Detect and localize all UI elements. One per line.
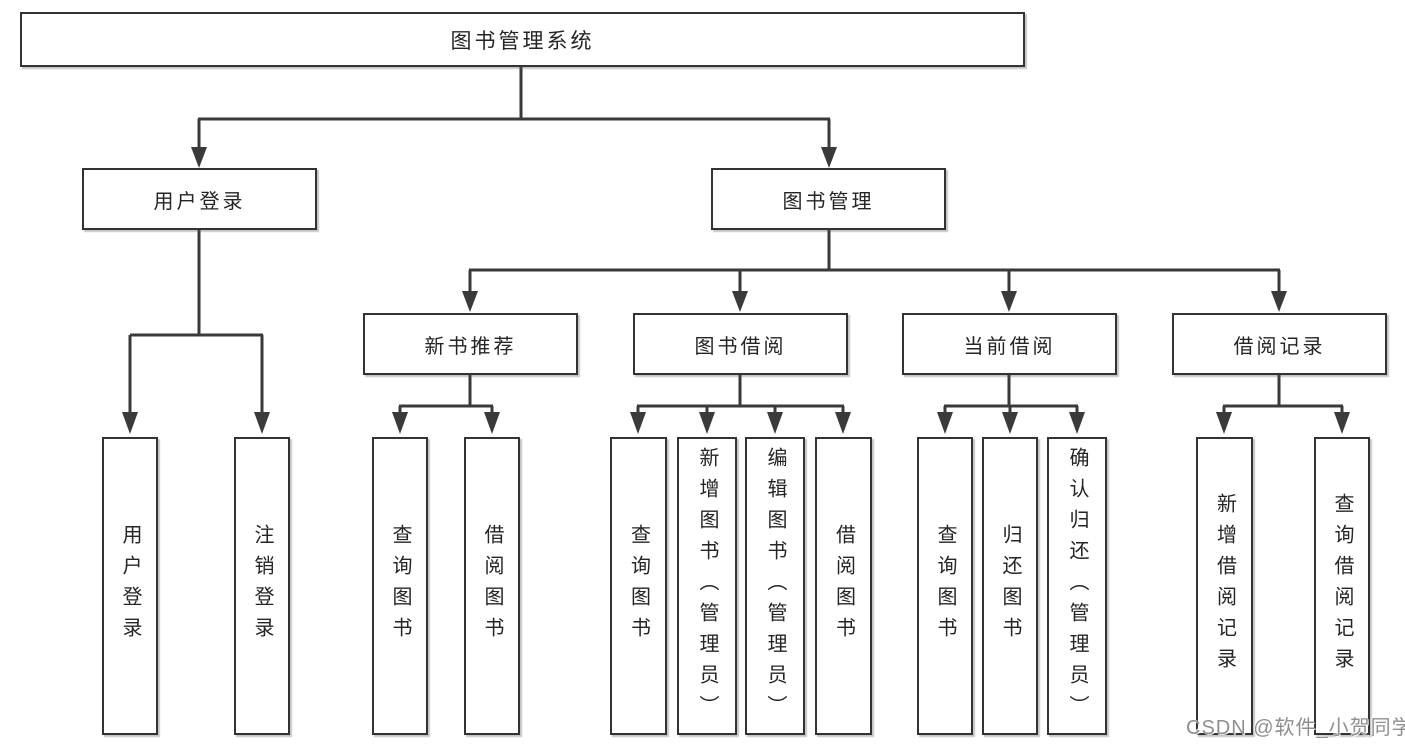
node-book-borrowing: 图书借阅 [633, 313, 848, 375]
leaf-add-books-admin: 新增图书（管理员） [677, 437, 737, 735]
node-book-management-label: 图书管理 [782, 190, 875, 213]
node-borrowing-records: 借阅记录 [1172, 313, 1387, 375]
arrow-head-new-book [462, 291, 478, 312]
node-current-borrowing-label: 当前借阅 [963, 335, 1056, 358]
node-book-borrowing-label: 图书借阅 [694, 335, 787, 358]
node-borrowing-records-label: 借阅记录 [1233, 335, 1326, 358]
leaf-return-books: 归还图书 [982, 437, 1038, 735]
leaf-user-login: 用户登录 [102, 437, 158, 735]
leaf-edit-books-admin-label: 编辑图书（管理员） [764, 446, 786, 726]
node-user-login-label: 用户登录 [153, 190, 246, 213]
node-current-borrowing: 当前借阅 [902, 313, 1117, 375]
leaf-query-books-recommend: 查询图书 [372, 437, 428, 735]
arrow-head-book-borrow [732, 291, 748, 312]
leaf-query-books-recommend-label: 查询图书 [389, 524, 411, 648]
leaf-add-books-admin-label: 新增图书（管理员） [696, 446, 718, 726]
arrow-head-bb-1 [630, 412, 646, 434]
arrow-head-bb-2 [699, 412, 715, 434]
arrow-head-borrow-records [1271, 291, 1287, 312]
arrow-head-book-mgmt [821, 147, 837, 168]
node-new-book-recommend: 新书推荐 [363, 313, 578, 375]
arrow-head-br-1 [1216, 412, 1232, 434]
arrow-head-user-login [191, 147, 207, 168]
leaf-logout-label: 注销登录 [251, 524, 273, 648]
leaf-query-books-current: 查询图书 [917, 437, 973, 735]
arrow-head-nb-borrow [484, 412, 500, 434]
node-new-book-recommend-label: 新书推荐 [424, 335, 517, 358]
node-root-label: 图书管理系统 [450, 29, 595, 53]
leaf-add-borrow-record-label: 新增借阅记录 [1213, 493, 1236, 679]
arrow-head-cb-1 [937, 412, 953, 434]
arrow-head-bb-4 [835, 412, 851, 434]
leaf-borrow-books-recommend-label: 借阅图书 [481, 524, 503, 648]
leaf-add-borrow-record: 新增借阅记录 [1196, 437, 1253, 735]
arrow-head-nb-query [392, 412, 408, 434]
leaf-query-books-current-label: 查询图书 [934, 524, 956, 648]
leaf-borrow-books-borrowing-label: 借阅图书 [832, 524, 855, 648]
leaf-confirm-return-admin: 确认归还（管理员） [1047, 437, 1107, 735]
arrow-head-cb-3 [1069, 412, 1085, 434]
leaf-query-borrow-record: 查询借阅记录 [1314, 437, 1370, 735]
leaf-borrow-books-recommend: 借阅图书 [464, 437, 520, 735]
leaf-user-login-label: 用户登录 [119, 524, 141, 648]
node-user-login: 用户登录 [82, 168, 317, 230]
leaf-borrow-books-borrowing: 借阅图书 [815, 437, 872, 735]
leaf-confirm-return-admin-label: 确认归还（管理员） [1066, 446, 1088, 726]
leaf-logout: 注销登录 [234, 437, 290, 735]
leaf-query-books-borrowing: 查询图书 [610, 437, 667, 735]
leaf-return-books-label: 归还图书 [999, 524, 1021, 648]
leaf-edit-books-admin: 编辑图书（管理员） [745, 437, 805, 735]
arrow-head-br-2 [1334, 412, 1350, 434]
node-root-system: 图书管理系统 [20, 12, 1025, 67]
arrow-head-leaf-login [122, 412, 138, 434]
arrow-head-bb-3 [767, 412, 783, 434]
leaf-query-borrow-record-label: 查询借阅记录 [1331, 493, 1353, 679]
leaf-query-books-borrowing-label: 查询图书 [627, 524, 650, 648]
csdn-watermark: CSDN @软件_小贺同学 [1186, 717, 1405, 739]
arrow-head-leaf-logout [254, 412, 270, 434]
arrow-head-current-borrow [1001, 291, 1017, 312]
arrow-head-cb-2 [1002, 412, 1018, 434]
node-book-management: 图书管理 [711, 168, 946, 230]
